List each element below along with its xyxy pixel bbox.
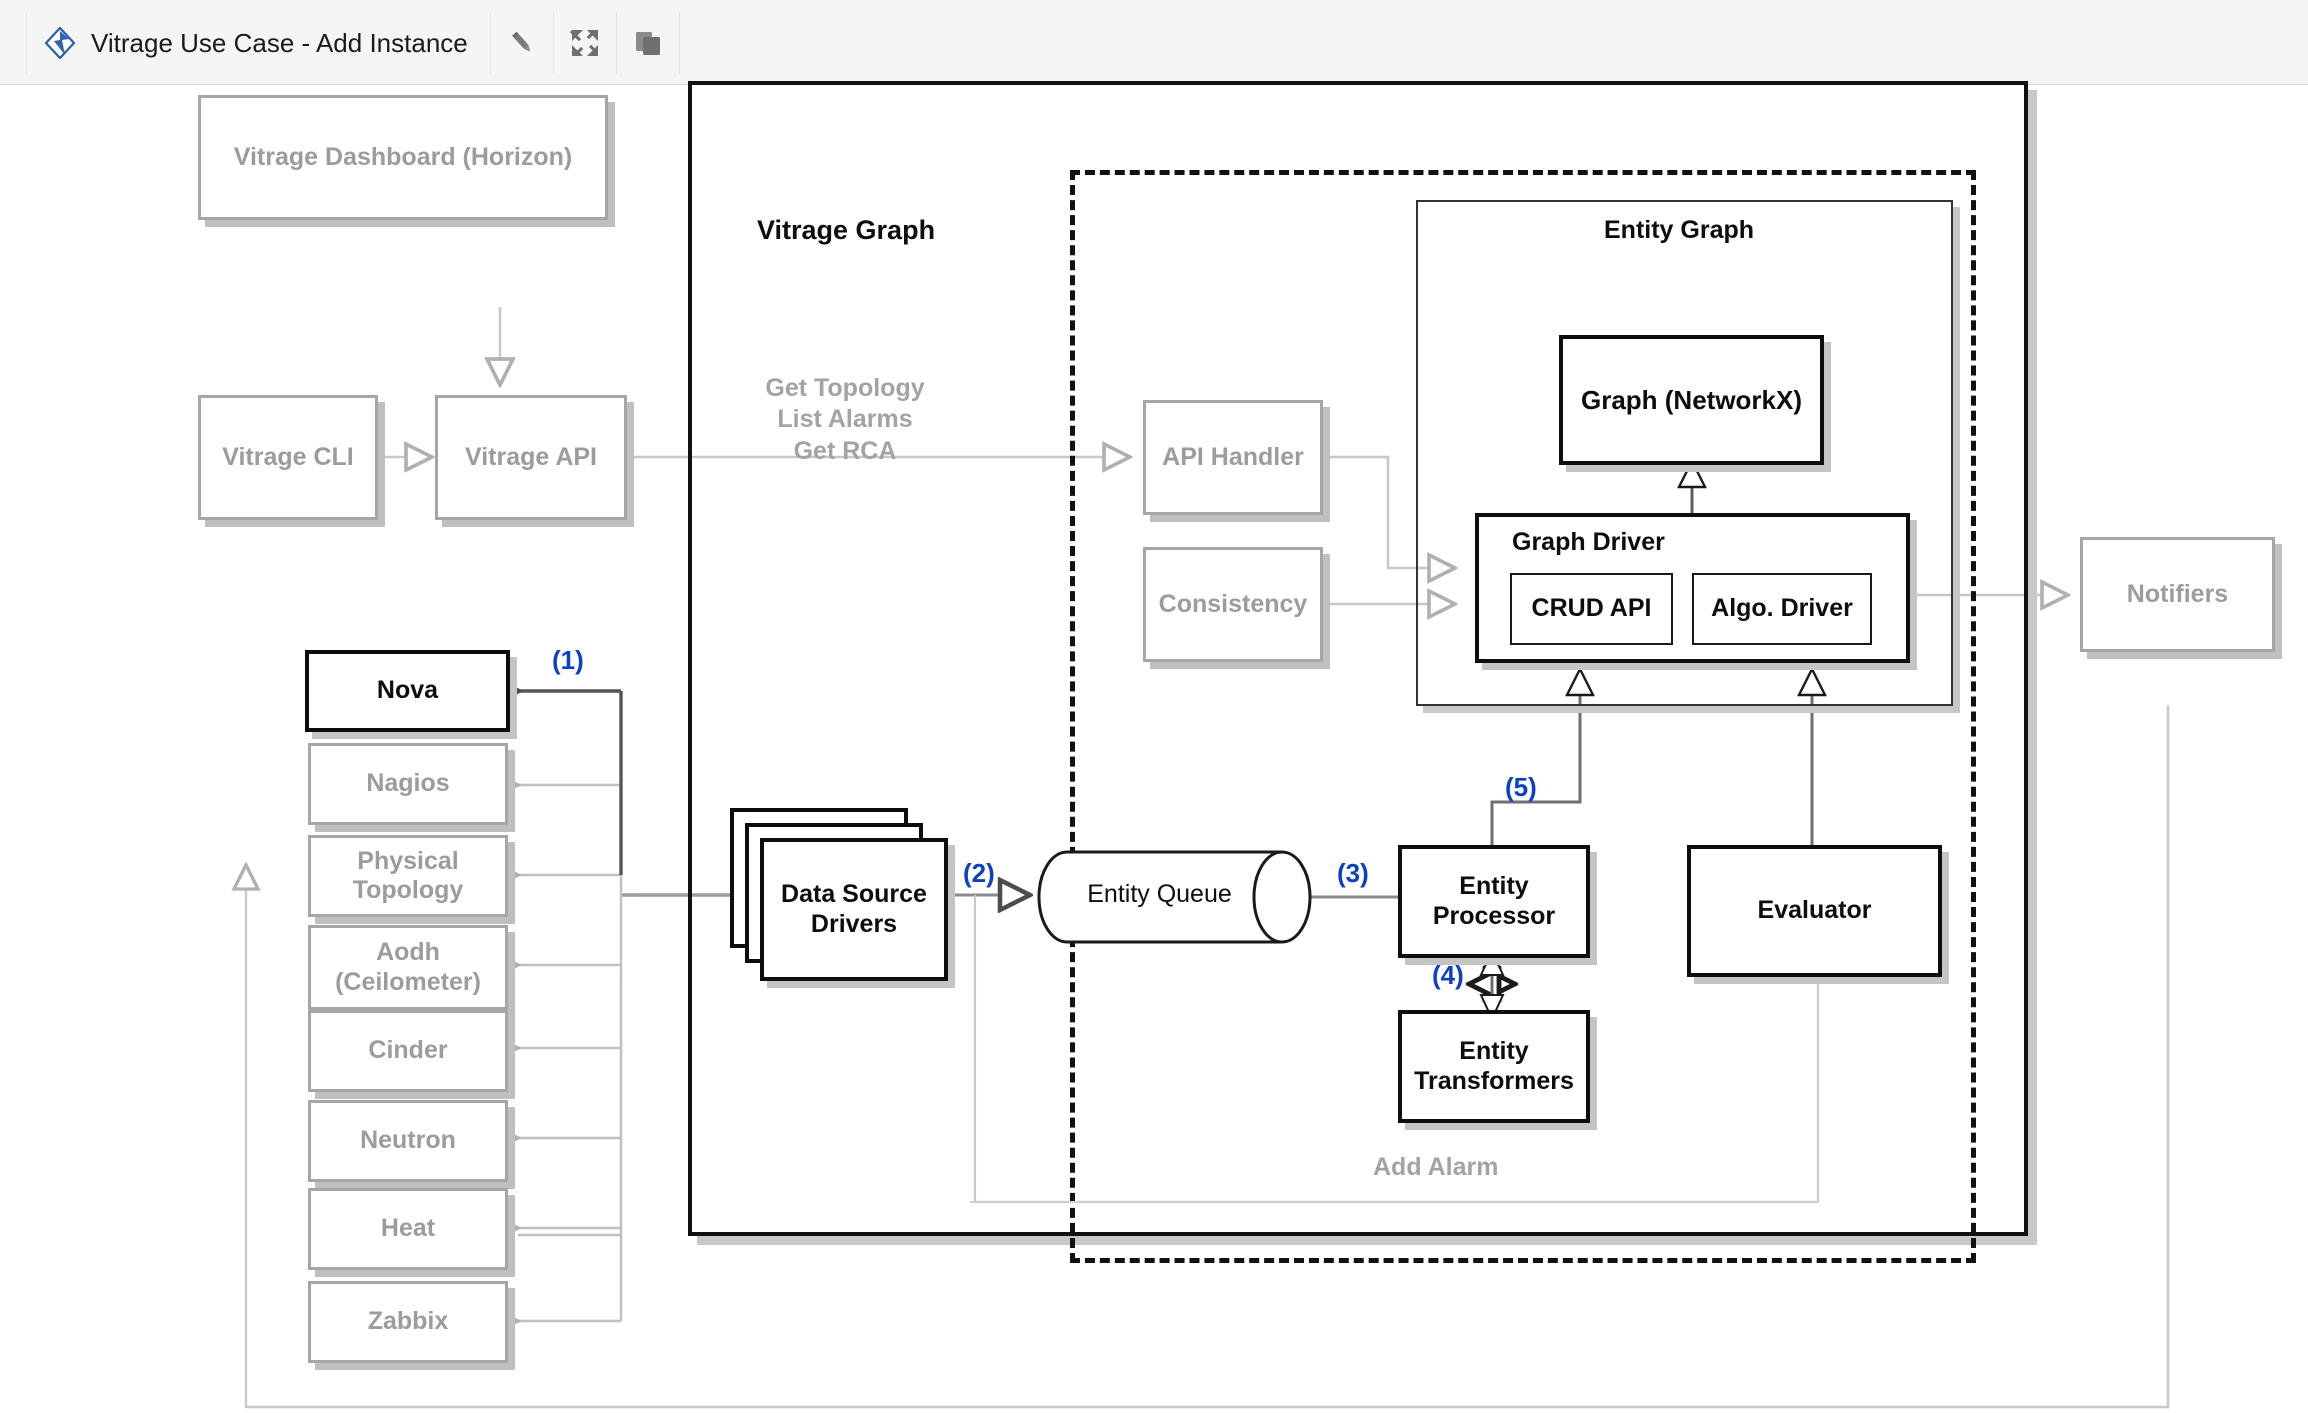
step-marker-2: (2) bbox=[963, 858, 995, 888]
title-bar-inner: Vitrage Use Case - Add Instance bbox=[26, 12, 680, 74]
graph-driver-title: Graph Driver bbox=[1512, 528, 1665, 556]
node-label: Entity Processor bbox=[1433, 872, 1555, 931]
entity-graph-title: Entity Graph bbox=[1604, 216, 1755, 244]
api-call-list-alarms: List Alarms bbox=[777, 405, 913, 434]
fullscreen-button[interactable] bbox=[554, 12, 617, 74]
page-title: Vitrage Use Case - Add Instance bbox=[91, 27, 468, 58]
node-crud-api[interactable]: CRUD API bbox=[1510, 573, 1673, 645]
node-label: API Handler bbox=[1162, 442, 1304, 471]
vitrage-graph-title: Vitrage Graph bbox=[757, 215, 936, 245]
node-datasource-nagios[interactable]: Nagios bbox=[308, 743, 508, 825]
node-data-source-drivers[interactable]: Data Source Drivers bbox=[760, 838, 948, 981]
node-label-text: Entity Processor bbox=[1432, 872, 1556, 930]
node-notifiers[interactable]: Notifiers bbox=[2080, 537, 2275, 652]
node-label: Vitrage CLI bbox=[222, 442, 354, 471]
add-alarm-path-frame bbox=[970, 1125, 1818, 1203]
node-vitrage-cli[interactable]: Vitrage CLI bbox=[198, 395, 378, 520]
step-marker-3: (3) bbox=[1337, 858, 1369, 888]
connector-layer bbox=[0, 307, 2170, 1409]
node-label: Evaluator bbox=[1757, 896, 1872, 925]
node-entity-transformers[interactable]: Entity Transformers bbox=[1398, 1010, 1590, 1123]
node-label: Data Source Drivers bbox=[781, 880, 927, 939]
node-label-line1: Aodh (Ceilometer) bbox=[335, 938, 481, 996]
node-label: Algo. Driver bbox=[1711, 594, 1853, 623]
node-label: CRUD API bbox=[1531, 594, 1652, 623]
step-marker-5: (5) bbox=[1505, 772, 1537, 802]
node-label-text: Data Source Drivers bbox=[781, 880, 927, 938]
node-datasource-nova[interactable]: Nova bbox=[305, 650, 510, 732]
step-marker-4: (4) bbox=[1432, 960, 1464, 990]
node-label-line1: Physical Topology bbox=[352, 846, 464, 905]
diagram-canvas: Vitrage Graph Entity Graph Vitrage Dashb… bbox=[0, 81, 2308, 1413]
node-label: Zabbix bbox=[367, 1307, 449, 1336]
node-label: Neutron bbox=[360, 1126, 456, 1155]
fullscreen-arrows-icon bbox=[569, 29, 598, 57]
title-bar: Vitrage Use Case - Add Instance bbox=[0, 0, 2308, 85]
node-api-handler[interactable]: API Handler bbox=[1143, 400, 1323, 515]
node-label: Vitrage API bbox=[465, 442, 597, 471]
copy-button[interactable] bbox=[617, 12, 680, 74]
node-label: Heat bbox=[380, 1214, 436, 1243]
node-consistency[interactable]: Consistency bbox=[1143, 547, 1323, 662]
vitrage-graph-container bbox=[688, 81, 2028, 1236]
node-label: Vitrage Dashboard (Horizon) bbox=[233, 142, 573, 171]
document-title-group: Vitrage Use Case - Add Instance bbox=[27, 12, 491, 74]
api-call-get-topology: Get Topology bbox=[765, 374, 925, 402]
node-algo-driver[interactable]: Algo. Driver bbox=[1692, 573, 1872, 645]
node-evaluator[interactable]: Evaluator bbox=[1687, 845, 1942, 977]
node-label: Cinder bbox=[368, 1036, 448, 1065]
vitrage-diamond-logo-icon bbox=[45, 27, 75, 59]
node-vitrage-dashboard[interactable]: Vitrage Dashboard (Horizon) bbox=[198, 95, 608, 220]
node-datasource-neutron[interactable]: Neutron bbox=[308, 1100, 508, 1182]
step-marker-1: (1) bbox=[552, 645, 584, 675]
api-call-get-rca: Get RCA bbox=[793, 436, 897, 465]
node-datasource-heat[interactable]: Heat bbox=[308, 1188, 508, 1270]
pencil-icon bbox=[511, 31, 531, 52]
cylinder-shape bbox=[1037, 850, 1312, 944]
node-label: Physical Topology bbox=[328, 847, 488, 906]
node-graph-networkx[interactable]: Graph (NetworkX) bbox=[1559, 335, 1824, 465]
node-datasource-zabbix[interactable]: Zabbix bbox=[308, 1281, 508, 1363]
node-datasource-cinder[interactable]: Cinder bbox=[308, 1010, 508, 1092]
node-datasource-aodh[interactable]: Aodh (Ceilometer) bbox=[308, 925, 508, 1010]
node-vitrage-api[interactable]: Vitrage API bbox=[435, 395, 627, 520]
processing-pipeline-dashed-container bbox=[1070, 170, 1976, 1263]
node-label: Nagios bbox=[366, 769, 450, 798]
node-entity-processor[interactable]: Entity Processor bbox=[1398, 845, 1590, 958]
node-label: Entity Queue bbox=[1087, 880, 1232, 908]
node-label-text: Entity Transformers bbox=[1414, 1037, 1574, 1095]
node-label: Nova bbox=[376, 676, 439, 705]
node-label: Entity Transformers bbox=[1414, 1037, 1574, 1096]
node-label: Consistency bbox=[1158, 589, 1308, 618]
entity-graph-container bbox=[1416, 200, 1953, 706]
node-entity-queue[interactable]: Entity Queue bbox=[1037, 850, 1312, 945]
node-label: Graph (NetworkX) bbox=[1580, 384, 1803, 415]
node-label: Notifiers bbox=[2126, 579, 2229, 608]
add-alarm-label: Add Alarm bbox=[1373, 1153, 1499, 1181]
node-label: Aodh (Ceilometer) bbox=[323, 938, 493, 997]
copy-layers-icon bbox=[635, 32, 660, 55]
api-calls-label: Get Topology List Alarms Get RCA bbox=[710, 373, 980, 467]
edit-button[interactable] bbox=[491, 12, 554, 74]
node-datasource-physical-topology[interactable]: Physical Topology bbox=[308, 835, 508, 917]
